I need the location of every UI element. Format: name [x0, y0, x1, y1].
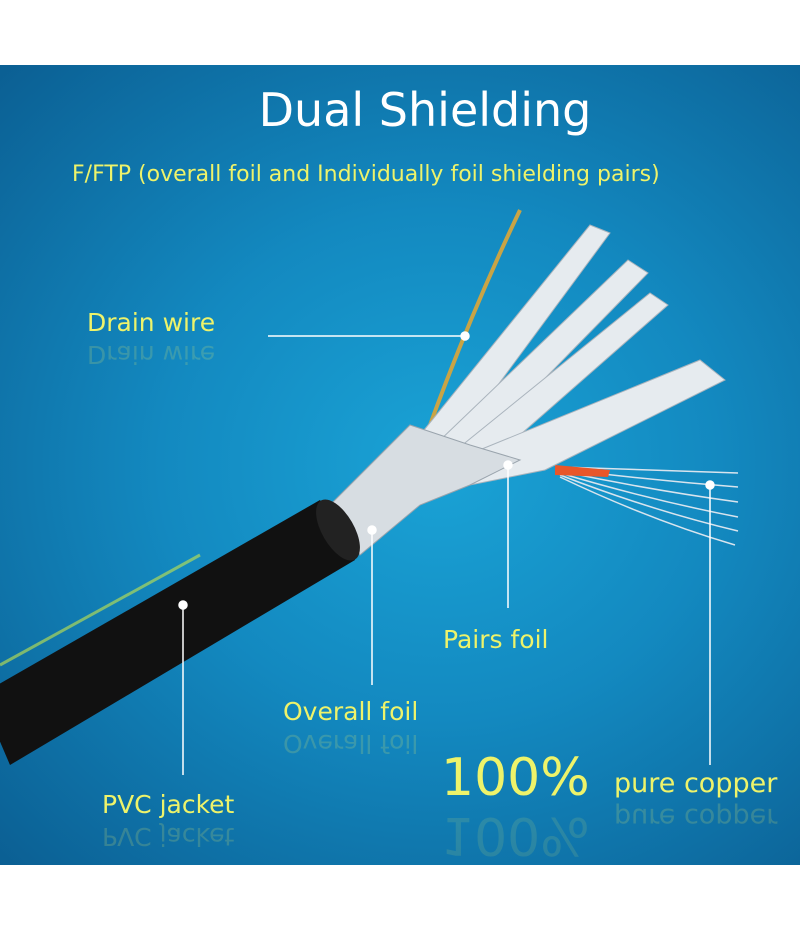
copper-strands [559, 466, 739, 546]
label-overall-foil: Overall foil [283, 697, 419, 726]
pvc-jacket-shape [0, 500, 355, 765]
label-percent: 100% [441, 748, 590, 808]
page-title: Dual Shielding [258, 83, 592, 137]
drain-wire [428, 209, 522, 426]
orange-insulation [555, 465, 610, 477]
label-pairs-foil: Pairs foil [443, 625, 549, 654]
jacket-highlight [0, 553, 201, 667]
label-pvc-jacket: PVC jacket [102, 790, 235, 819]
pair-foils [419, 224, 726, 486]
overall-foil-shape [329, 424, 522, 556]
product-banner: Dual Shielding F/FTP (overall foil and I… [0, 65, 800, 865]
label-drain-wire-reflection: Drain wire [87, 340, 216, 369]
leader-lines [178, 331, 715, 775]
label-percent-reflection: 100% [441, 805, 590, 865]
subtitle: F/FTP (overall foil and Individually foi… [72, 162, 660, 187]
cable-illustration [0, 209, 739, 775]
label-pvc-jacket-reflection: PVC jacket [102, 822, 235, 851]
label-pure-copper: pure copper [614, 768, 778, 799]
label-pure-copper-reflection: pure copper [614, 802, 778, 833]
label-drain-wire: Drain wire [87, 308, 216, 337]
jacket-end [316, 499, 360, 561]
label-overall-foil-reflection: Overall foil [283, 729, 419, 758]
